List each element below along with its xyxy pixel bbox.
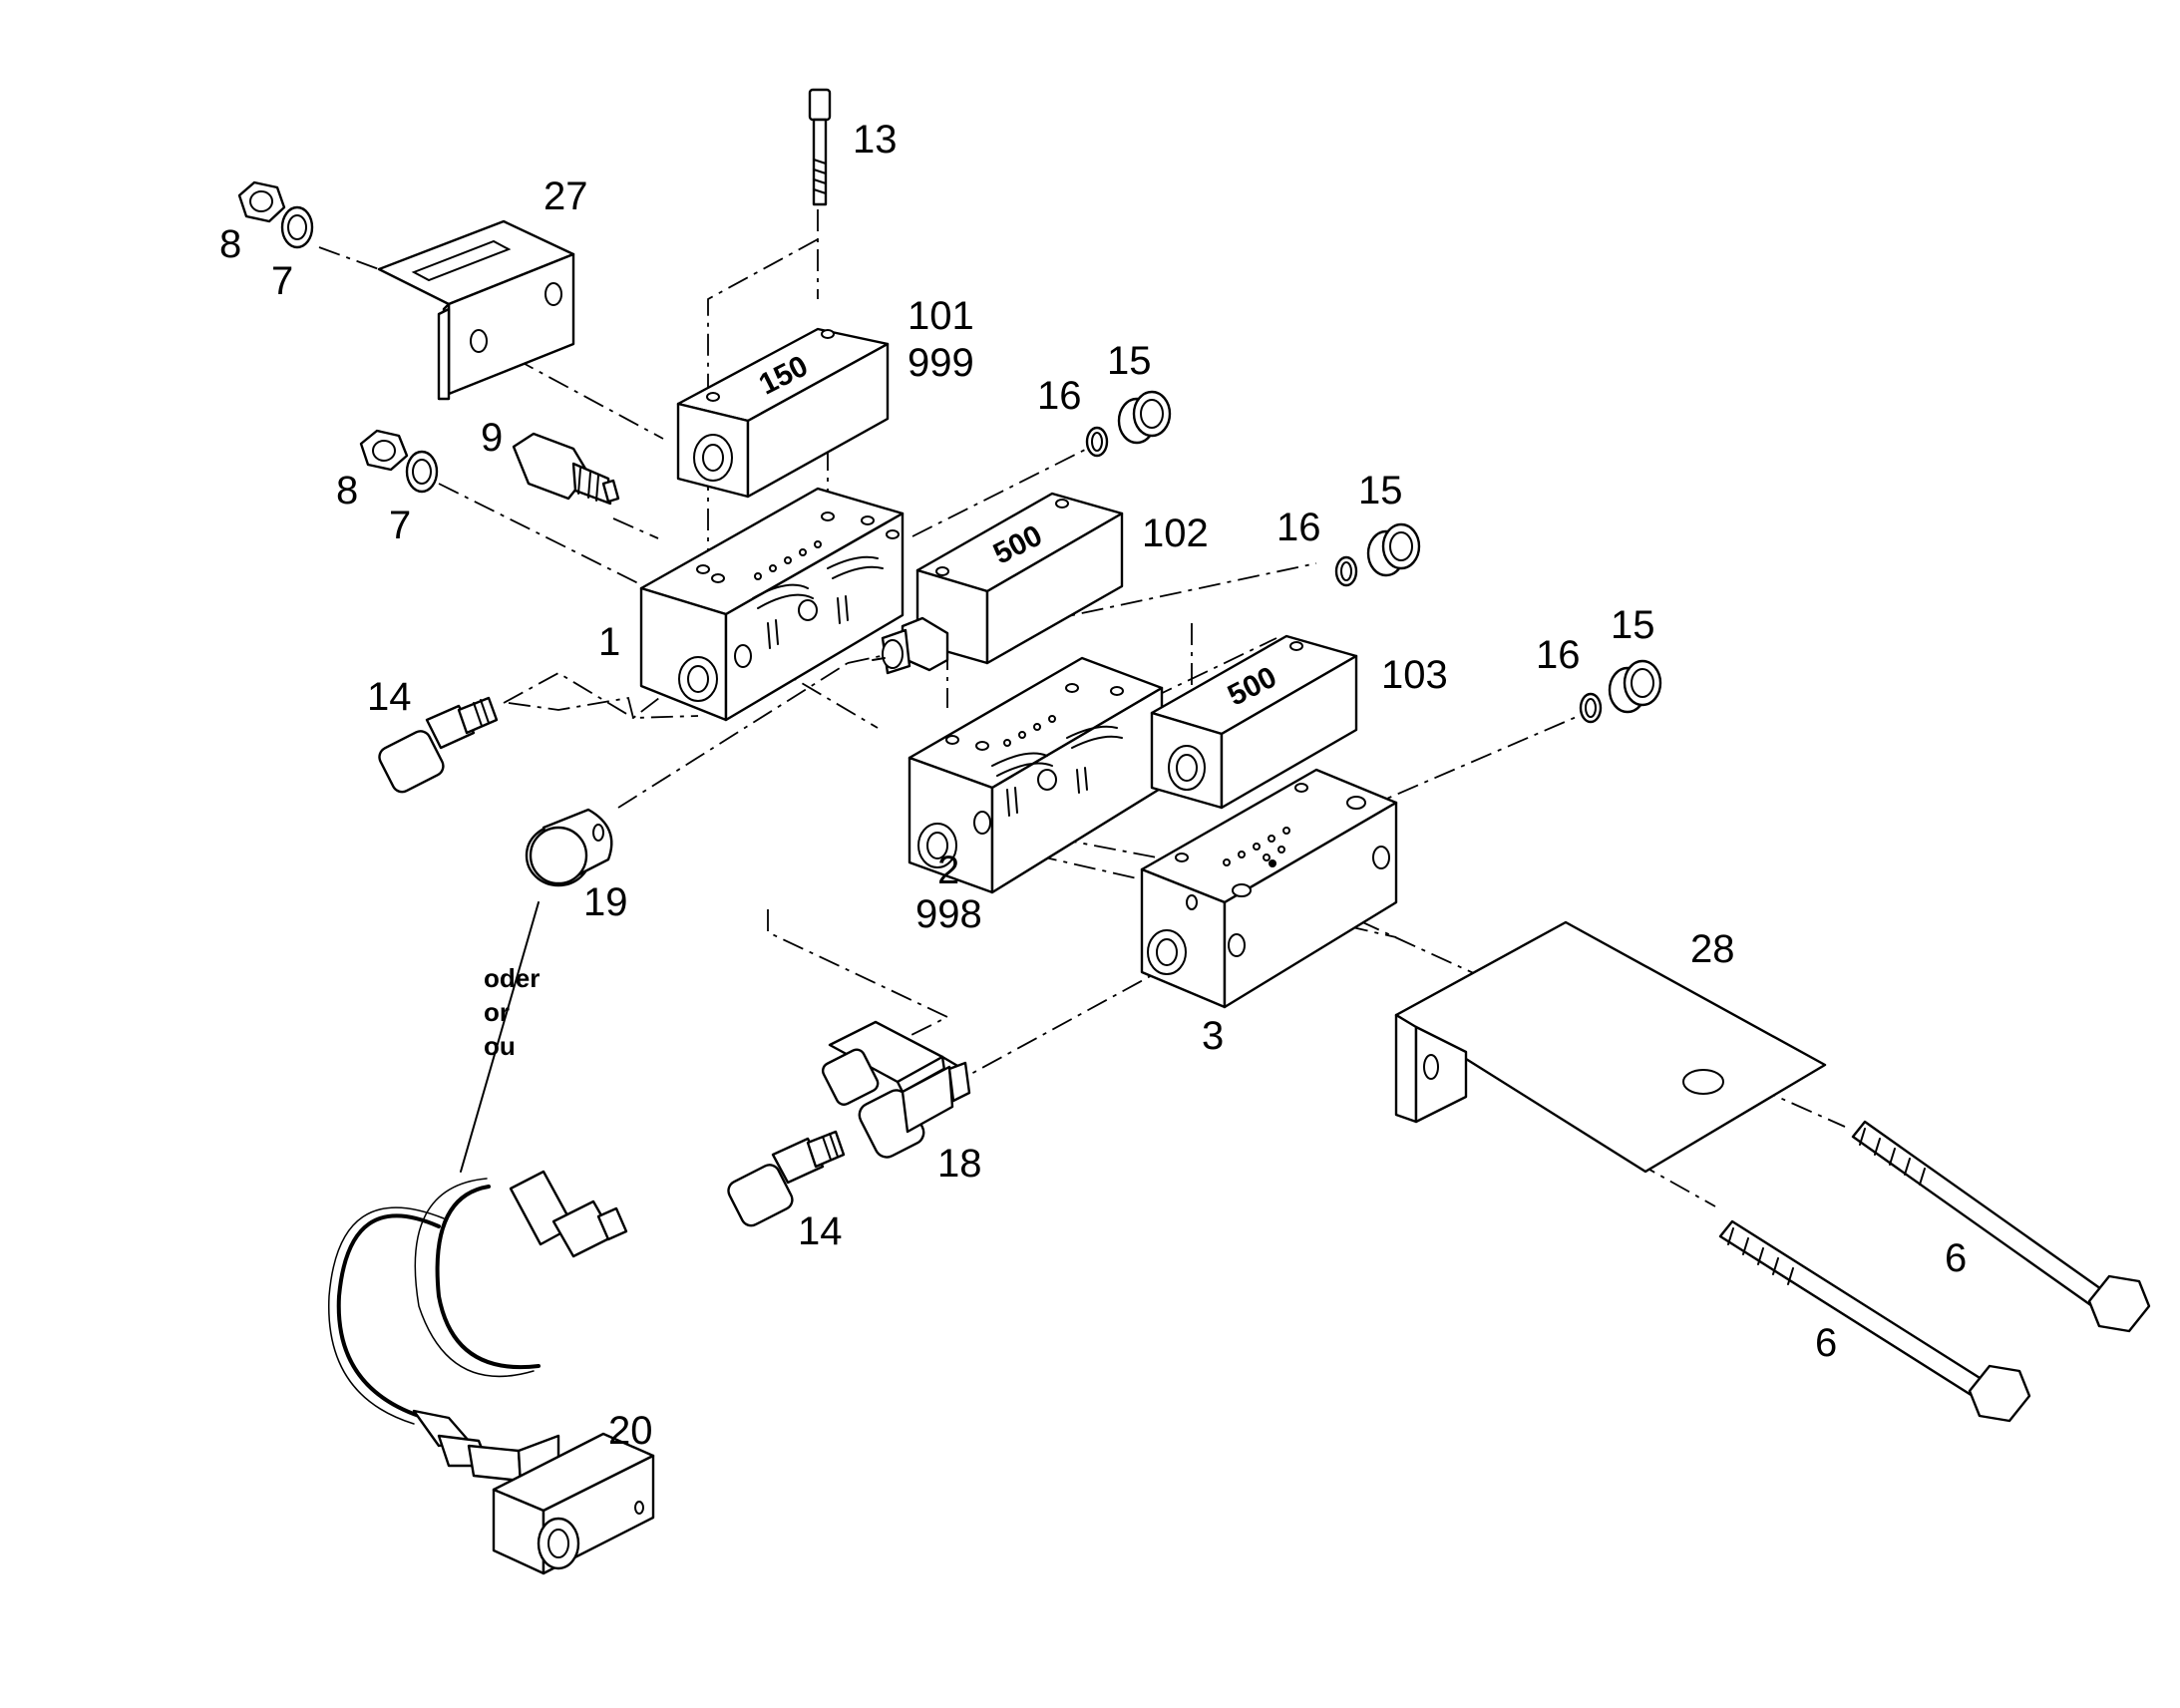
block-3	[1140, 768, 1398, 1009]
callout-16-b: 16	[1276, 506, 1321, 549]
plate-28	[1394, 920, 1827, 1174]
callout-8-middle: 8	[336, 469, 358, 512]
block-2	[908, 656, 1164, 894]
callout-6-upper: 6	[1945, 1236, 1967, 1280]
callout-28: 28	[1690, 927, 1735, 971]
callout-16-a: 16	[1037, 374, 1082, 418]
callout-998: 998	[915, 892, 982, 936]
callout-9: 9	[481, 416, 503, 460]
block-103: 500	[1150, 634, 1358, 810]
adapter-18	[821, 1020, 971, 1159]
bolt-6-lower	[1718, 1219, 2031, 1423]
bolt-6-upper	[1851, 1120, 2151, 1333]
callout-15-c: 15	[1611, 603, 1655, 647]
cap-19	[525, 808, 613, 887]
callout-14-lower: 14	[798, 1209, 843, 1253]
callout-18: 18	[937, 1142, 982, 1186]
washer-16-b	[1334, 555, 1358, 587]
callout-3: 3	[1202, 1014, 1224, 1058]
plug-15-b	[1366, 522, 1421, 577]
fitting-14-upper	[378, 696, 499, 794]
plug-15-a	[1117, 390, 1172, 445]
note-line-2: or	[484, 997, 510, 1027]
bracket-27	[377, 219, 575, 401]
nut-8-top	[237, 180, 286, 223]
washer-16-a	[1085, 426, 1109, 458]
callout-1: 1	[598, 620, 620, 664]
callout-6-lower: 6	[1815, 1321, 1837, 1365]
washer-7-middle	[405, 450, 439, 494]
callout-999: 999	[908, 341, 974, 385]
callout-2: 2	[937, 849, 959, 892]
fitting-9	[512, 432, 620, 506]
plug-15-c	[1608, 659, 1662, 714]
callout-7-top: 7	[271, 259, 293, 303]
callout-15-a: 15	[1107, 339, 1152, 383]
callout-102: 102	[1142, 512, 1209, 555]
callout-20: 20	[608, 1409, 653, 1453]
callout-16-c: 16	[1536, 633, 1581, 677]
nut-8-middle	[359, 429, 409, 472]
callout-14-upper: 14	[367, 675, 412, 719]
callout-7-middle: 7	[389, 504, 411, 547]
block-102: 500	[872, 492, 1124, 675]
sensor-20	[328, 901, 655, 1575]
note-line-3: ou	[484, 1031, 516, 1061]
alternative-note: oder or ou	[484, 963, 540, 1061]
callout-labels: 13 27 8 7 101 999 9 8 7 16 15 102 16 15 …	[219, 118, 1967, 1453]
note-line-1: oder	[484, 963, 540, 993]
callout-19: 19	[583, 880, 628, 924]
fitting-14-lower	[727, 1130, 846, 1227]
callout-8-top: 8	[219, 222, 241, 266]
callout-13: 13	[853, 118, 898, 162]
washer-7-top	[280, 205, 314, 249]
callout-103: 103	[1381, 653, 1448, 697]
callout-15-b: 15	[1358, 469, 1403, 512]
washer-16-c	[1579, 692, 1603, 724]
callout-101: 101	[908, 294, 974, 338]
block-101: 150	[676, 327, 890, 499]
callout-27: 27	[544, 174, 588, 218]
block-1	[639, 487, 905, 722]
screw-13	[808, 88, 832, 206]
